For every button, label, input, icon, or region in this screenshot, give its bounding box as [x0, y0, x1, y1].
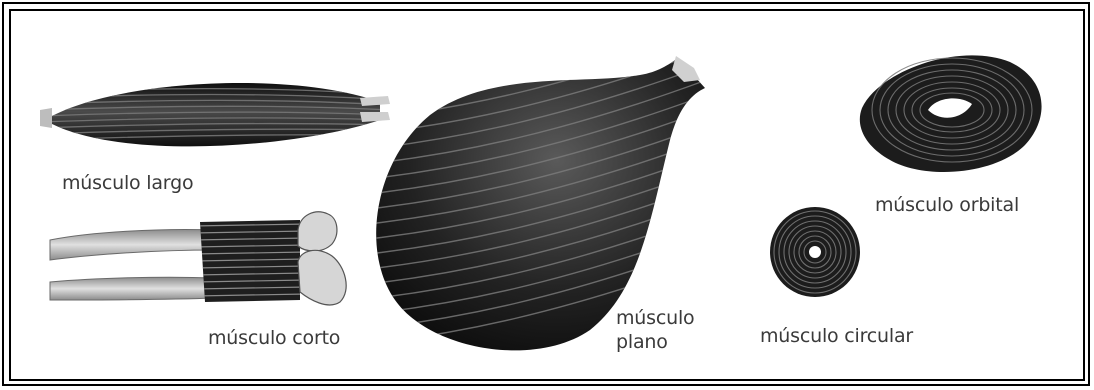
long-muscle	[40, 83, 390, 146]
flat-muscle	[360, 30, 720, 350]
label-musculo-corto: músculo corto	[208, 328, 340, 349]
label-musculo-plano-line2: plano	[616, 332, 668, 353]
label-musculo-circular: músculo circular	[760, 326, 913, 347]
label-musculo-plano-line1: músculo	[616, 308, 694, 329]
label-musculo-largo: músculo largo	[62, 173, 193, 194]
label-musculo-orbital: músculo orbital	[875, 195, 1019, 216]
short-muscle	[50, 212, 346, 305]
orbital-muscle	[860, 55, 1042, 172]
circular-muscle	[770, 207, 860, 297]
